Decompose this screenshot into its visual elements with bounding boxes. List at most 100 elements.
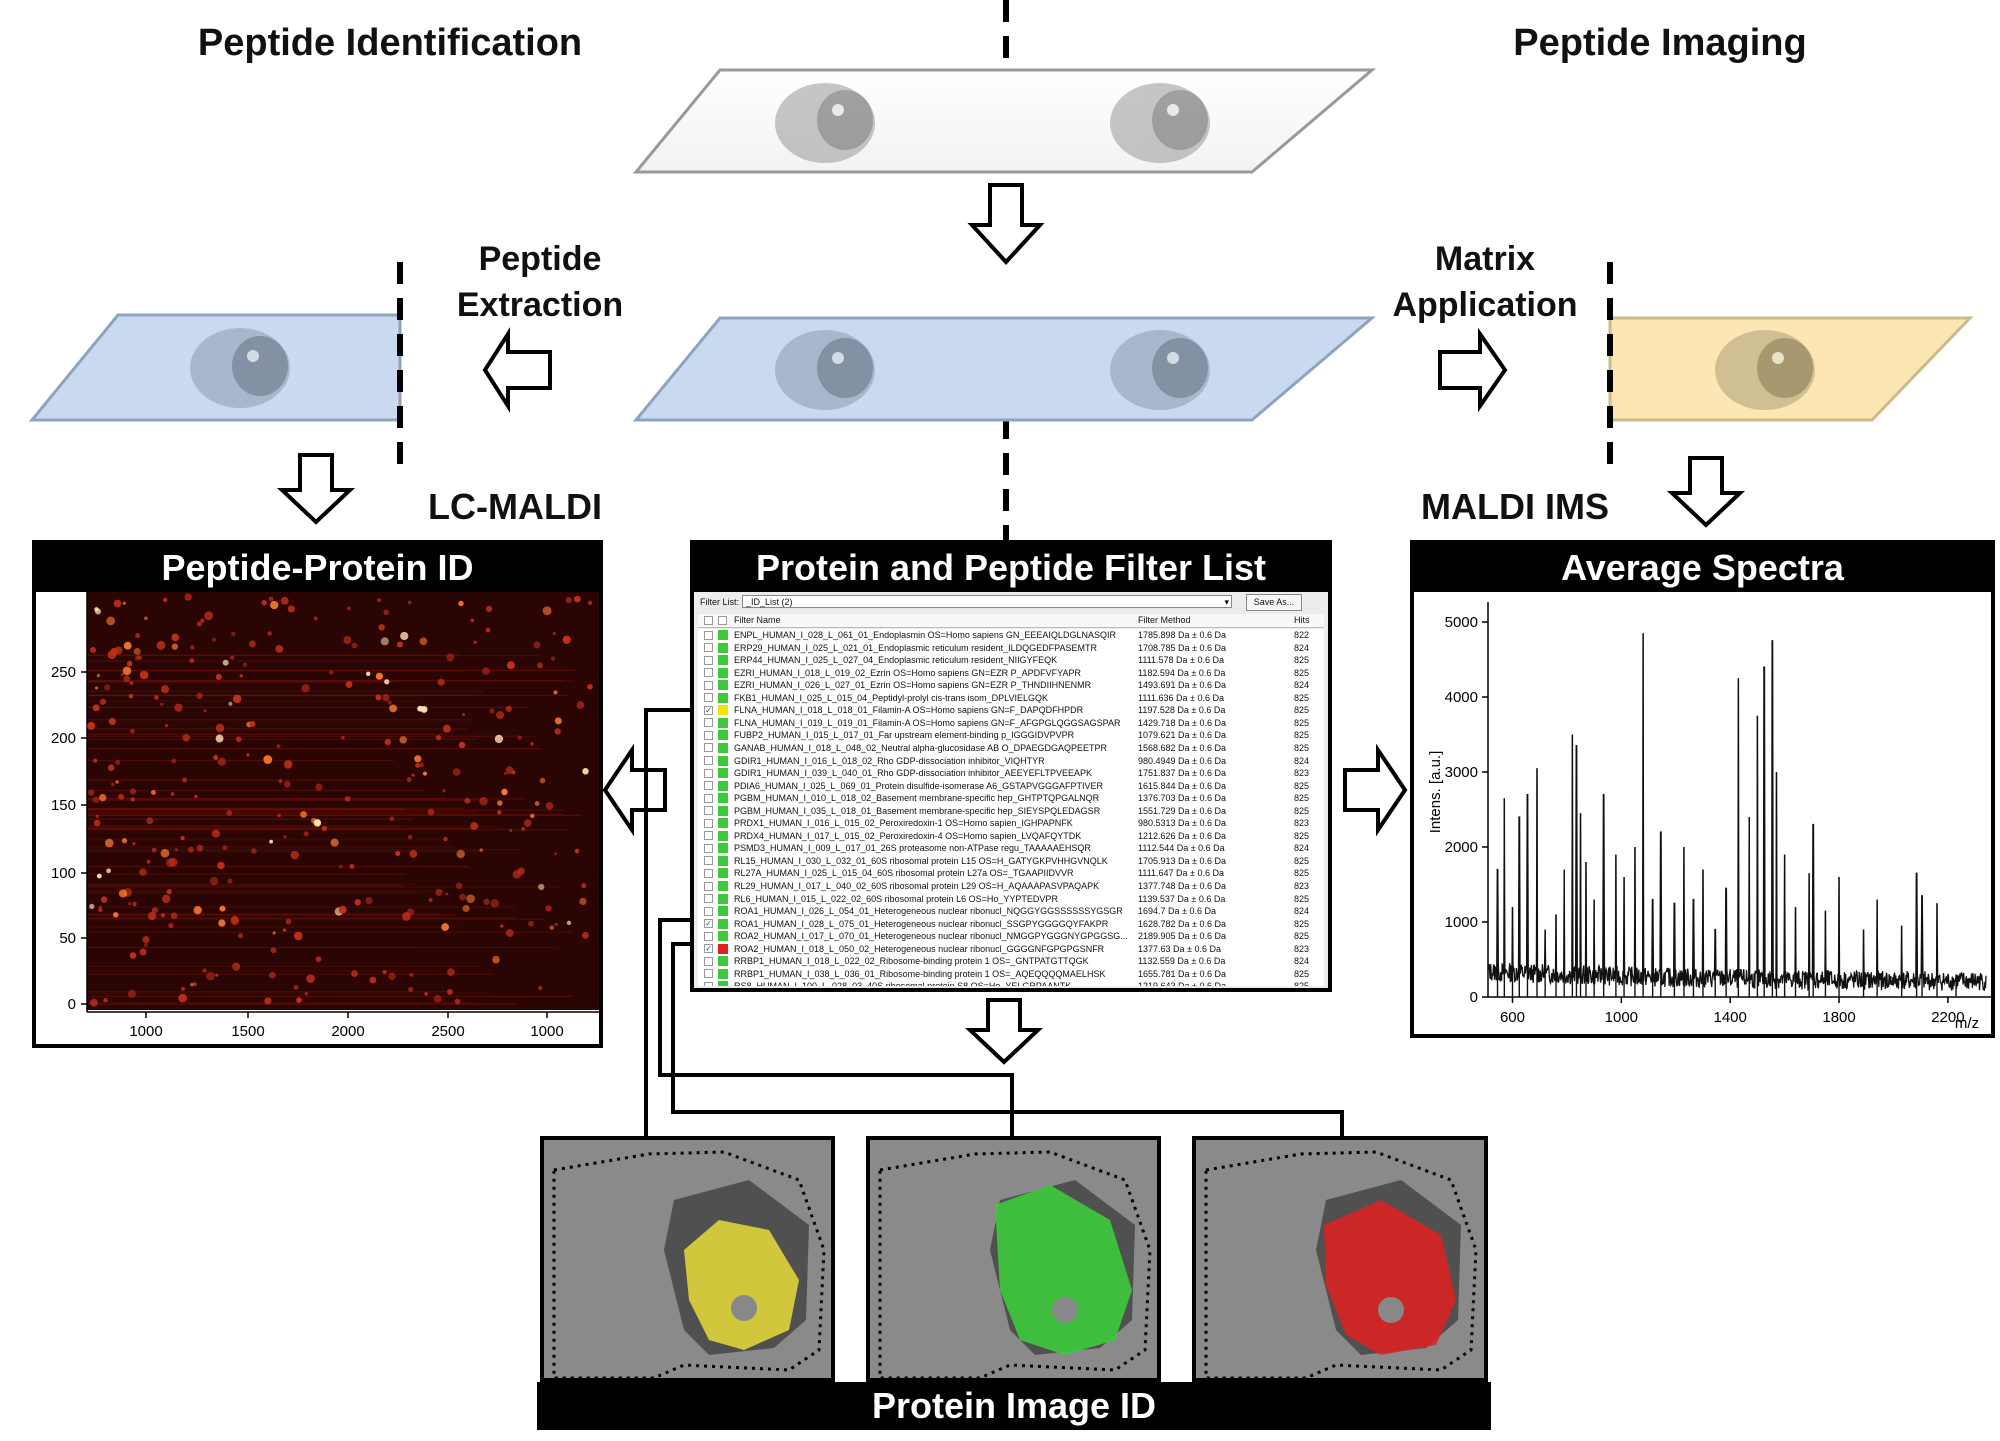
filter-list-row[interactable]: ROA1_HUMAN_I_026_L_054_01_Heterogeneous … xyxy=(698,905,1324,918)
row-checkbox[interactable] xyxy=(704,693,713,703)
row-color-swatch[interactable] xyxy=(718,717,728,728)
filter-list-row[interactable]: ✓FLNA_HUMAN_I_018_L_018_01_Filamin-A OS=… xyxy=(698,704,1324,717)
row-color-swatch[interactable] xyxy=(718,981,728,986)
filter-list-row[interactable]: PSMD3_HUMAN_I_009_L_017_01_26S proteasom… xyxy=(698,842,1324,855)
row-checkbox[interactable] xyxy=(704,730,713,740)
row-checkbox[interactable] xyxy=(704,781,713,791)
filter-list-row[interactable]: RL15_HUMAN_I_030_L_032_01_60S ribosomal … xyxy=(698,854,1324,868)
row-checkbox[interactable] xyxy=(704,969,713,979)
row-checkbox[interactable]: ✓ xyxy=(704,705,713,715)
heatmap-spot xyxy=(93,819,101,827)
row-color-swatch[interactable] xyxy=(718,642,728,653)
filter-list-row[interactable]: EZRI_HUMAN_I_026_L_027_01_Ezrin OS=Homo … xyxy=(698,679,1324,692)
heatmap-spot xyxy=(539,777,546,784)
row-color-swatch[interactable] xyxy=(718,881,728,891)
filter-list-row[interactable]: RS8_HUMAN_I_100_L_028_03_40S ribosomal p… xyxy=(698,980,1324,986)
row-checkbox[interactable] xyxy=(704,894,713,904)
row-color-swatch[interactable] xyxy=(718,755,728,766)
row-color-swatch[interactable] xyxy=(718,768,728,779)
filter-list-row[interactable]: RRBP1_HUMAN_I_018_L_022_02_Ribosome-bind… xyxy=(698,955,1324,968)
row-checkbox[interactable] xyxy=(704,931,713,941)
row-checkbox[interactable] xyxy=(704,768,713,778)
row-color-swatch[interactable] xyxy=(718,793,728,804)
row-color-swatch[interactable] xyxy=(718,667,728,678)
row-color-swatch[interactable] xyxy=(718,918,728,929)
filter-list-dropdown[interactable]: _ID_List (2) ▾ xyxy=(742,595,1232,608)
column-filter-name[interactable]: Filter Name xyxy=(734,615,781,625)
heatmap-spot xyxy=(399,736,407,744)
yellow-protein-signal xyxy=(684,1220,799,1350)
filter-list-row[interactable]: GANAB_HUMAN_I_018_L_048_02_Neutral alpha… xyxy=(698,741,1324,755)
row-color-swatch[interactable] xyxy=(718,742,728,753)
filter-list-row[interactable]: ✓ROA1_HUMAN_I_028_L_075_01_Heterogeneous… xyxy=(698,917,1324,931)
row-checkbox[interactable] xyxy=(704,630,713,640)
row-color-swatch[interactable] xyxy=(718,943,728,954)
filter-list-row[interactable]: PDIA6_HUMAN_I_025_L_069_01_Protein disul… xyxy=(698,779,1324,793)
row-color-swatch[interactable] xyxy=(718,868,728,879)
filter-list-row[interactable]: RL6_HUMAN_I_015_L_022_02_60S ribosomal p… xyxy=(698,892,1324,906)
filter-list-row[interactable]: PRDX1_HUMAN_I_016_L_015_02_Peroxiredoxin… xyxy=(698,817,1324,830)
row-checkbox[interactable] xyxy=(704,756,713,765)
row-color-swatch[interactable] xyxy=(718,855,728,866)
row-checkbox[interactable] xyxy=(704,793,713,803)
select-all-checkbox[interactable] xyxy=(704,615,713,625)
color-header-checkbox[interactable] xyxy=(718,615,727,625)
row-color-swatch[interactable] xyxy=(718,692,728,703)
row-color-swatch[interactable] xyxy=(718,705,728,716)
row-checkbox[interactable] xyxy=(704,881,713,891)
row-color-swatch[interactable] xyxy=(718,680,728,691)
row-color-swatch[interactable] xyxy=(718,655,728,666)
filter-list-row[interactable]: RRBP1_HUMAN_I_038_L_036_01_Ribosome-bind… xyxy=(698,967,1324,981)
row-checkbox[interactable] xyxy=(704,806,713,816)
row-checkbox[interactable] xyxy=(704,818,713,828)
row-checkbox[interactable] xyxy=(704,643,713,653)
row-color-swatch[interactable] xyxy=(718,830,728,841)
row-color-swatch[interactable] xyxy=(718,968,728,979)
filter-list-row[interactable]: PGBM_HUMAN_I_035_L_018_01_Basement membr… xyxy=(698,804,1324,818)
column-filter-method[interactable]: Filter Method xyxy=(1138,615,1191,625)
filter-list-row[interactable]: ✓ROA2_HUMAN_I_018_L_050_02_Heterogeneous… xyxy=(698,942,1324,956)
filter-list-row[interactable]: GDIR1_HUMAN_I_039_L_040_01_Rho GDP-disso… xyxy=(698,767,1324,780)
filter-list-row[interactable]: PGBM_HUMAN_I_010_L_018_02_Basement membr… xyxy=(698,792,1324,805)
row-color-swatch[interactable] xyxy=(718,893,728,904)
row-color-swatch[interactable] xyxy=(718,931,728,942)
heatmap-spot xyxy=(242,662,248,667)
row-checkbox[interactable] xyxy=(704,668,713,678)
row-checkbox[interactable] xyxy=(704,655,713,665)
row-checkbox[interactable] xyxy=(704,718,713,728)
filter-list-row[interactable]: ENPL_HUMAN_I_028_L_061_01_Endoplasmin OS… xyxy=(698,629,1324,642)
filter-list-row[interactable]: GDIR1_HUMAN_I_016_L_018_02_Rho GDP-disso… xyxy=(698,754,1324,767)
filter-list-row[interactable]: ROA2_HUMAN_I_017_L_070_01_Heterogeneous … xyxy=(698,930,1324,943)
row-checkbox[interactable]: ✓ xyxy=(704,944,713,954)
row-color-swatch[interactable] xyxy=(718,843,728,854)
row-color-swatch[interactable] xyxy=(718,730,728,741)
row-color-swatch[interactable] xyxy=(718,906,728,917)
row-color-swatch[interactable] xyxy=(718,818,728,829)
filter-list-row[interactable]: FLNA_HUMAN_I_019_L_019_01_Filamin-A OS=H… xyxy=(698,716,1324,730)
filter-list-row[interactable]: RL27A_HUMAN_I_025_L_015_04_60S ribosomal… xyxy=(698,867,1324,880)
filter-list-row[interactable]: ERP44_HUMAN_I_025_L_027_04_Endoplasmic r… xyxy=(698,654,1324,667)
filter-list-row[interactable]: FUBP2_HUMAN_I_015_L_017_01_Far upstream … xyxy=(698,729,1324,742)
row-color-swatch[interactable] xyxy=(718,805,728,816)
filter-list-row[interactable]: PRDX4_HUMAN_I_017_L_015_02_Peroxiredoxin… xyxy=(698,829,1324,843)
filter-list-row[interactable]: EZRI_HUMAN_I_018_L_019_02_Ezrin OS=Homo … xyxy=(698,666,1324,680)
row-checkbox[interactable] xyxy=(704,843,713,853)
row-color-swatch[interactable] xyxy=(718,630,728,640)
row-checkbox[interactable] xyxy=(704,956,713,966)
row-checkbox[interactable]: ✓ xyxy=(704,919,713,929)
row-checkbox[interactable] xyxy=(704,856,713,866)
row-checkbox[interactable] xyxy=(704,981,713,986)
filter-list-row[interactable]: FKB1_HUMAN_I_025_L_015_04_Peptidyl-proly… xyxy=(698,691,1324,705)
filter-list-row[interactable]: RL29_HUMAN_I_017_L_040_02_60S ribosomal … xyxy=(698,880,1324,893)
filter-list-row[interactable]: ERP29_HUMAN_I_025_L_021_01_Endoplasmic r… xyxy=(698,641,1324,655)
row-checkbox[interactable] xyxy=(704,680,713,690)
row-color-swatch[interactable] xyxy=(718,780,728,791)
row-checkbox[interactable] xyxy=(704,831,713,841)
save-as-button[interactable]: Save As... xyxy=(1246,594,1302,611)
row-checkbox[interactable] xyxy=(704,868,713,878)
row-checkbox[interactable] xyxy=(704,906,713,916)
row-color-swatch[interactable] xyxy=(718,956,728,967)
column-hits[interactable]: Hits xyxy=(1294,615,1310,625)
row-hits: 825 xyxy=(1294,655,1310,666)
row-checkbox[interactable] xyxy=(704,743,713,753)
